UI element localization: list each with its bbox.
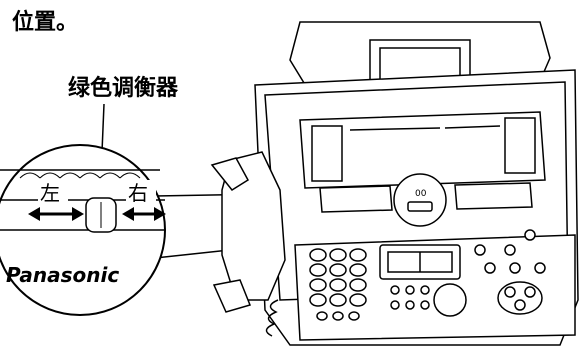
right-label: 右 — [128, 181, 148, 205]
magnifier-circle: 左 右 Panasonic — [0, 144, 166, 316]
left-label: 左 — [40, 181, 60, 205]
right-arrow-icon — [122, 207, 166, 221]
brand-logo: Panasonic — [6, 263, 119, 287]
fax-machine — [210, 21, 579, 346]
device-marker-text: 00 — [415, 189, 427, 199]
callout-title: 绿色调衡器 — [68, 76, 179, 101]
caption-text: 位置。 — [12, 10, 79, 35]
left-arrow-icon — [28, 207, 84, 221]
